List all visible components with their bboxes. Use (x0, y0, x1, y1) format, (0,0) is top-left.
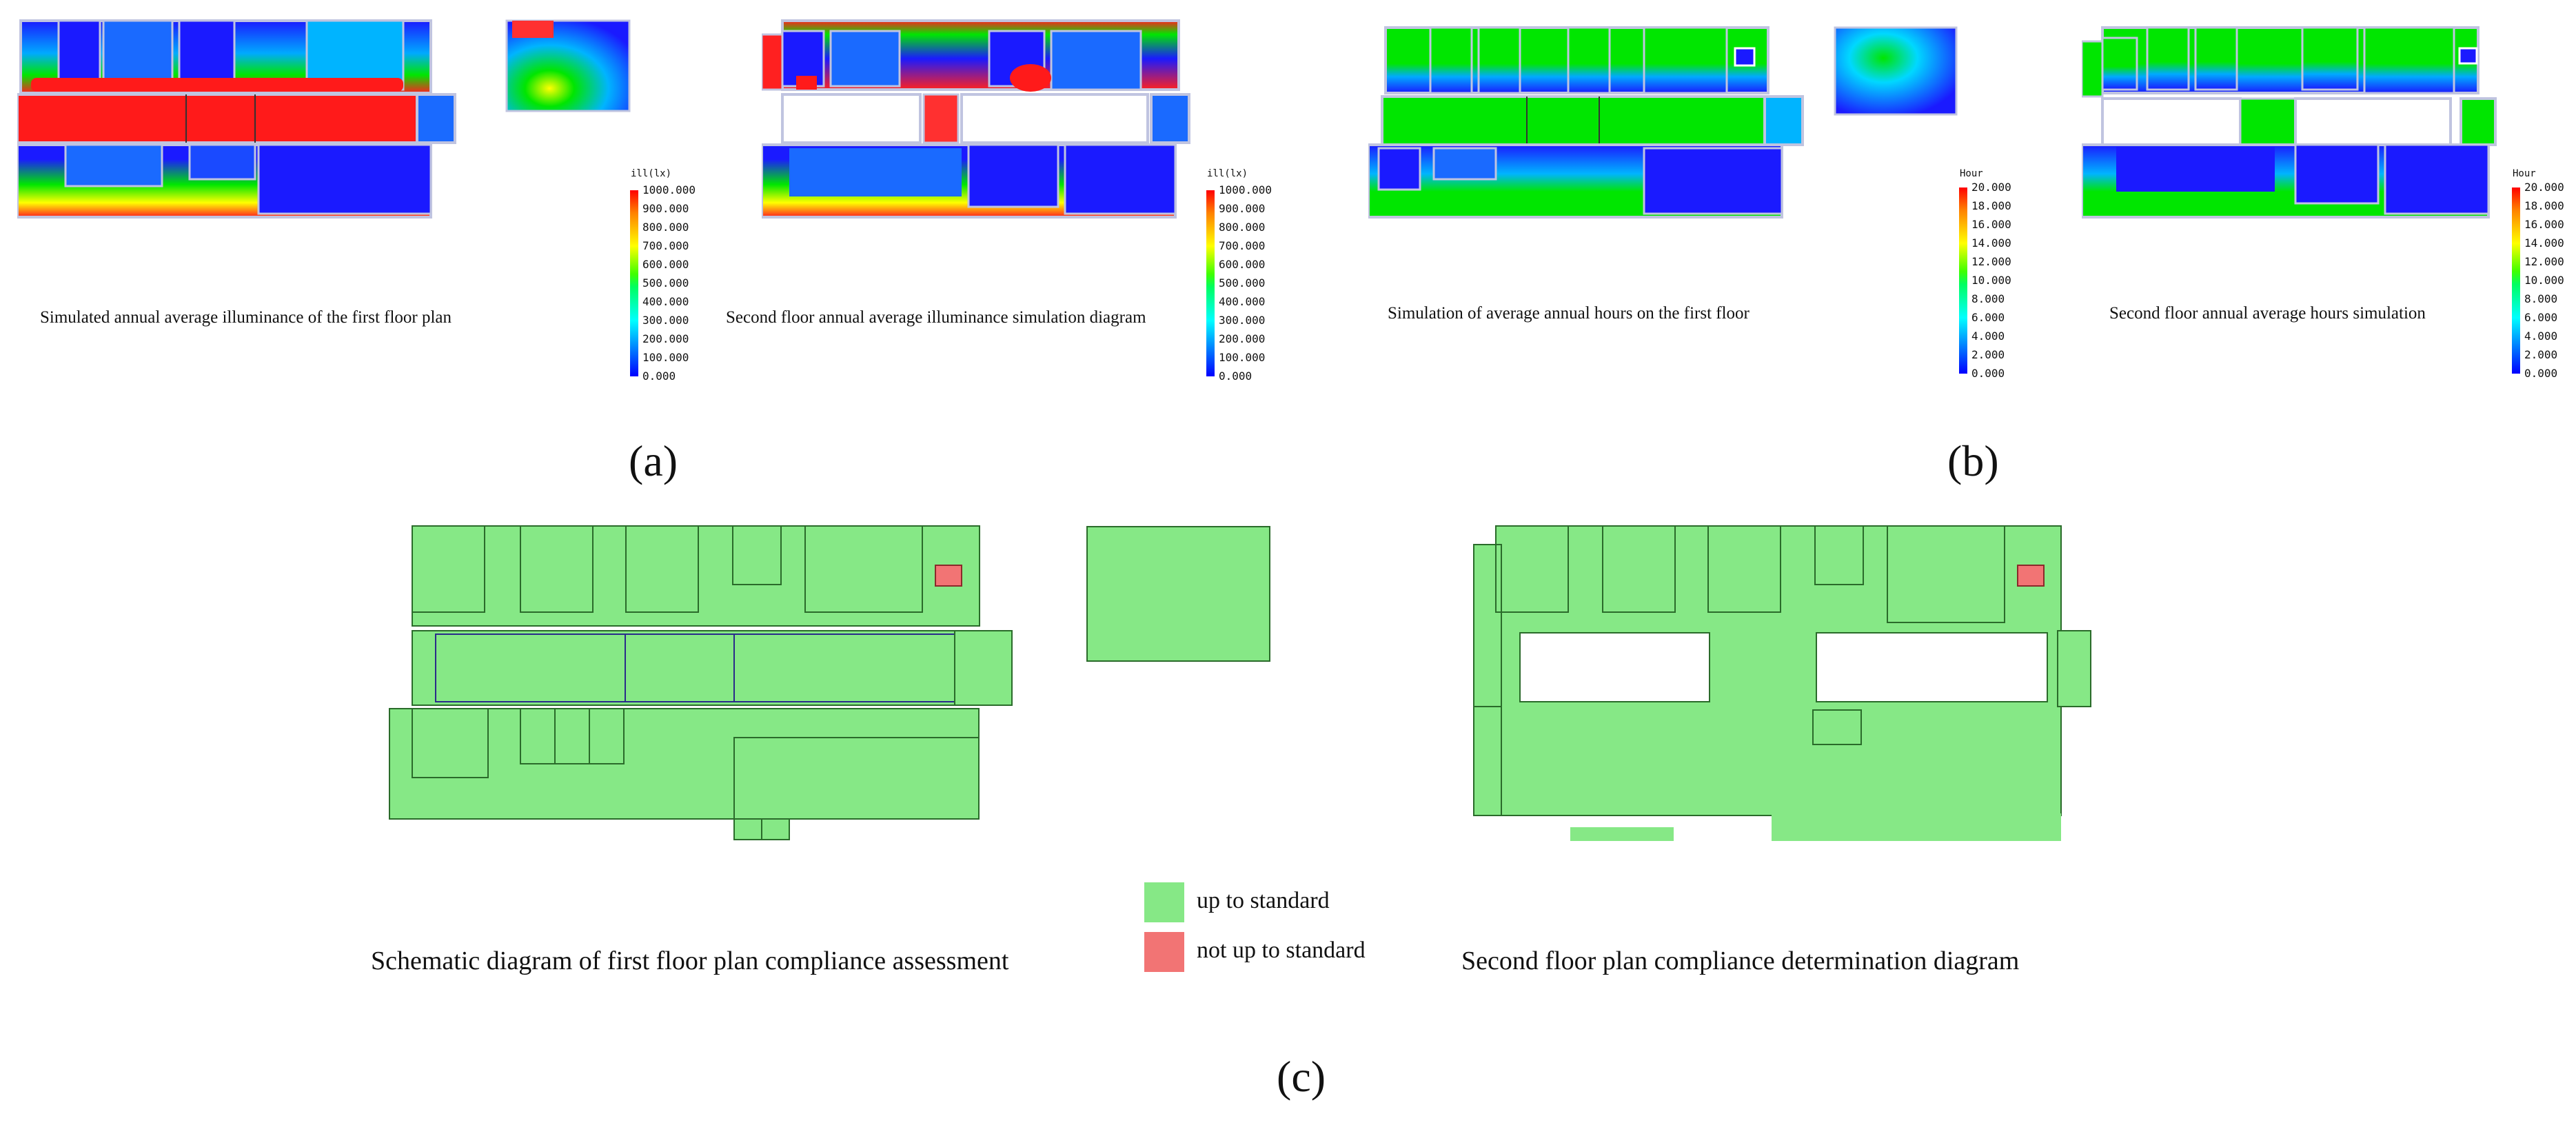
panel-b: Hour 20.000 18.000 16.000 14.000 12.000 10.00… (1351, 0, 2576, 496)
second-floor-illuminance-map (762, 19, 1190, 219)
scale-tick-label: 4.000 (2524, 330, 2558, 343)
second-floor-compliance-plan (1473, 525, 2091, 841)
scale-tick-label: 0.000 (2524, 367, 2558, 380)
color-scale-bar (2512, 188, 2520, 374)
scale-tick-label: 600.000 (1219, 258, 1266, 271)
scale-tick-label: 6.000 (1971, 311, 2005, 324)
scale-tick-label: 2.000 (2524, 348, 2558, 361)
first-floor-annex-illuminance (505, 19, 631, 112)
scale-tick-label: 700.000 (1219, 239, 1266, 252)
legend-label-fail: not up to standard (1197, 938, 1366, 963)
scale-tick-label: 300.000 (1219, 314, 1266, 327)
illuminance-scale-first: ill(lx) 1000.000 900.000 800.000 700.000 600… (629, 168, 711, 396)
first-floor-compliance-caption: Schematic diagram of first floor plan co… (371, 946, 1009, 975)
scale-tick-label: 12.000 (2524, 255, 2564, 268)
scale-tick-label: 16.000 (1971, 218, 2011, 231)
panel-label-b: (b) (1947, 436, 1999, 485)
scale-tick-label: 10.000 (1971, 274, 2011, 287)
scale-tick-label: 300.000 (642, 314, 689, 327)
scale-tick-label: 400.000 (642, 295, 689, 308)
scale-tick-label: 800.000 (1219, 221, 1266, 234)
scale-tick-label: 0.000 (1971, 367, 2005, 380)
color-scale-bar (1206, 190, 1215, 376)
scale-tick-label: 1000.000 (1219, 183, 1272, 196)
compliance-legend: up to standard not up to standard (1143, 882, 1467, 972)
first-floor-hours-caption: Simulation of average annual hours on th… (1388, 304, 1750, 323)
first-floor-illuminance-map (17, 19, 456, 219)
scale-tick-label: 20.000 (1971, 181, 2011, 194)
second-floor-hours-caption: Second floor annual average hours simula… (2109, 304, 2426, 323)
scale-tick-label: 500.000 (1219, 276, 1266, 290)
scale-tick-label: 20.000 (2524, 181, 2564, 194)
first-floor-annex-compliance (1086, 526, 1270, 662)
first-floor-annex-hours (1834, 26, 1958, 116)
hours-scale-second: Hour 20.000 18.000 16.000 14.000 12.000 10.00… (2511, 168, 2576, 389)
hours-scale-first: Hour 20.000 18.000 16.000 14.000 12.000 10.00… (1958, 168, 2034, 389)
scale-tick-label: 0.000 (1219, 369, 1252, 383)
second-floor-illuminance-caption: Second floor annual average illuminance … (726, 308, 1146, 327)
fail-room (935, 565, 962, 587)
legend-label-pass: up to standard (1197, 888, 1330, 913)
scale-tick-label: 200.000 (642, 332, 689, 345)
scale-tick-label: 16.000 (2524, 218, 2564, 231)
scale-tick-label: 12.000 (1971, 255, 2011, 268)
scale-title: Hour (1960, 168, 1983, 179)
scale-tick-label: 1000.000 (642, 183, 696, 196)
second-floor-hours-map (2082, 26, 2497, 219)
scale-tick-label: 2.000 (1971, 348, 2005, 361)
panel-c: up to standard not up to standard Schema… (0, 496, 2576, 1125)
panel-label-a: (a) (629, 436, 678, 485)
scale-tick-label: 4.000 (1971, 330, 2005, 343)
scale-tick-label: 14.000 (2524, 236, 2564, 250)
scale-tick-label: 0.000 (642, 369, 676, 383)
panel-label-c: (c) (1277, 1052, 1326, 1101)
fail-room (2017, 565, 2045, 587)
scale-tick-label: 600.000 (642, 258, 689, 271)
color-scale-bar (1959, 188, 1967, 374)
scale-title: ill(lx) (1207, 168, 1248, 179)
scale-tick-label: 900.000 (642, 202, 689, 215)
scale-tick-label: 100.000 (642, 351, 689, 364)
scale-tick-label: 8.000 (2524, 292, 2558, 305)
legend-swatch-fail (1144, 932, 1184, 972)
first-floor-hours-map (1368, 26, 1804, 219)
color-scale-bar (630, 190, 638, 376)
scale-tick-label: 200.000 (1219, 332, 1266, 345)
scale-tick-label: 6.000 (2524, 311, 2558, 324)
scale-tick-label: 900.000 (1219, 202, 1266, 215)
panel-a: ill(lx) 1000.000 900.000 800.000 700.000 600… (0, 0, 1282, 496)
scale-title: ill(lx) (631, 168, 672, 179)
first-floor-compliance-plan (389, 525, 1013, 840)
scale-tick-label: 800.000 (642, 221, 689, 234)
scale-tick-label: 700.000 (642, 239, 689, 252)
legend-swatch-pass (1144, 882, 1184, 922)
second-floor-compliance-caption: Second floor plan compliance determinati… (1461, 946, 2020, 975)
scale-tick-label: 8.000 (1971, 292, 2005, 305)
scale-tick-label: 400.000 (1219, 295, 1266, 308)
scale-tick-label: 18.000 (1971, 199, 2011, 212)
scale-tick-label: 10.000 (2524, 274, 2564, 287)
scale-tick-label: 500.000 (642, 276, 689, 290)
first-floor-illuminance-caption: Simulated annual average illuminance of … (40, 308, 452, 327)
scale-title: Hour (2513, 168, 2536, 179)
scale-tick-label: 14.000 (1971, 236, 2011, 250)
scale-tick-label: 18.000 (2524, 199, 2564, 212)
scale-tick-label: 100.000 (1219, 351, 1266, 364)
illuminance-scale-second: ill(lx) 1000.000 900.000 800.000 700.000 600… (1205, 168, 1288, 396)
